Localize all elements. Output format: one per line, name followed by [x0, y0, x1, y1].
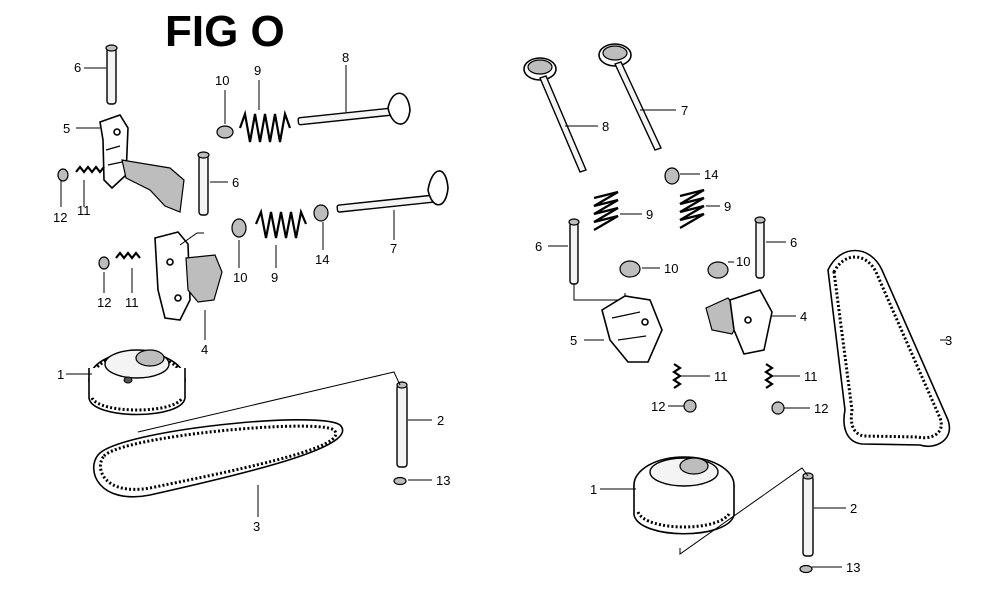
right-callout-4: 4	[800, 309, 807, 324]
right-exploded-view: 8 7 14 9 9 6 10 10 6 5 4 3 11 11 12 12 1…	[523, 43, 952, 575]
left-leader-lines	[60, 65, 432, 517]
right-adjust-spring-2	[764, 363, 774, 389]
left-valve-intake	[336, 170, 449, 213]
right-callout-10-left: 10	[664, 261, 678, 276]
right-rocker-arm-5	[601, 295, 663, 363]
left-callout-5: 5	[63, 121, 70, 136]
left-callout-9-lower: 9	[271, 270, 278, 285]
left-callout-9-upper: 9	[254, 63, 261, 78]
right-valve-intake	[598, 43, 662, 151]
right-callout-13: 13	[846, 560, 860, 575]
right-callout-6-left: 6	[535, 239, 542, 254]
right-callout-5: 5	[570, 333, 577, 348]
left-retainer-lower	[231, 218, 247, 238]
right-washer	[799, 564, 813, 574]
right-retainer-2	[707, 261, 729, 279]
figure-title: FIG O	[165, 7, 285, 56]
right-pin-right	[754, 216, 766, 279]
right-nut-1	[683, 399, 697, 413]
left-callouts: 6 5 12 11 10 9 8 6 7 10 9 14 12 11 4 1 2…	[53, 50, 450, 534]
right-valve-exhaust	[523, 57, 587, 173]
right-pin-left	[568, 218, 580, 285]
left-washer	[393, 476, 407, 486]
right-leader-lines	[548, 109, 948, 568]
left-rocker-arm-upper	[99, 114, 185, 213]
right-pin-link-line	[573, 284, 626, 301]
left-camshaft	[396, 381, 408, 468]
left-pulley-shaft-line	[137, 371, 401, 433]
right-rocker-arm-4	[705, 289, 773, 355]
left-callout-13: 13	[436, 473, 450, 488]
left-callout-8: 8	[342, 50, 349, 65]
left-callout-12-upper: 12	[53, 210, 67, 225]
left-callout-11-lower: 11	[125, 295, 139, 310]
right-callout-1: 1	[590, 482, 597, 497]
left-exploded-view: 6 5 12 11 10 9 8 6 7 10 9 14 12 11 4 1 2…	[53, 44, 450, 534]
left-callout-11-upper: 11	[77, 203, 91, 218]
right-callout-8: 8	[602, 119, 609, 134]
left-callout-14: 14	[315, 252, 329, 267]
right-callout-2: 2	[850, 501, 857, 516]
right-callout-11-left: 11	[714, 369, 728, 384]
right-valve-spring-2	[679, 188, 705, 229]
left-callout-10-lower: 10	[233, 270, 247, 285]
right-adjust-spring-1	[672, 363, 682, 389]
right-callout-12-left: 12	[651, 399, 665, 414]
left-valve-spring-lower	[254, 208, 308, 239]
left-callout-12-lower: 12	[97, 295, 111, 310]
left-retainer-upper	[216, 125, 234, 139]
right-callout-6-right: 6	[790, 235, 797, 250]
right-callout-9-left: 9	[646, 207, 653, 222]
right-timing-belt	[827, 249, 951, 447]
right-pulley-shaft-line	[679, 467, 809, 555]
right-nut-2	[771, 401, 785, 415]
right-callout-7: 7	[681, 103, 688, 118]
right-callout-12-right: 12	[814, 401, 828, 416]
right-callout-14: 14	[704, 167, 718, 182]
left-callout-6-upper: 6	[74, 60, 81, 75]
right-callout-9-right: 9	[724, 199, 731, 214]
left-callout-4: 4	[201, 342, 208, 357]
right-camshaft	[802, 472, 814, 557]
right-callouts: 8 7 14 9 9 6 10 10 6 5 4 3 11 11 12 12 1…	[535, 103, 952, 575]
left-callout-10-upper: 10	[215, 73, 229, 88]
left-callout-1: 1	[57, 367, 64, 382]
left-adjuster-lower	[98, 251, 141, 270]
left-callout-2: 2	[437, 413, 444, 428]
left-callout-7: 7	[390, 241, 397, 256]
left-pin-link-line	[179, 232, 204, 246]
right-callout-10-right: 10	[736, 254, 750, 269]
right-retainer-1	[619, 260, 641, 278]
right-valve-spring-1	[593, 190, 619, 231]
left-valve-exhaust	[297, 92, 411, 126]
right-callout-11-right: 11	[804, 369, 818, 384]
right-stem-seal	[664, 167, 680, 185]
left-pin-lower	[197, 151, 210, 216]
left-adjuster-upper	[57, 165, 105, 182]
left-timing-belt	[93, 419, 344, 498]
left-rocker-arm-lower	[154, 231, 223, 321]
left-callout-3: 3	[253, 519, 260, 534]
left-pin-upper	[105, 44, 118, 105]
right-cam-pulley	[633, 456, 735, 535]
left-stem-seal	[313, 204, 329, 222]
left-valve-spring-upper	[238, 109, 292, 143]
right-callout-3: 3	[945, 333, 952, 348]
left-cam-pulley	[88, 349, 186, 416]
left-callout-6-lower: 6	[232, 175, 239, 190]
